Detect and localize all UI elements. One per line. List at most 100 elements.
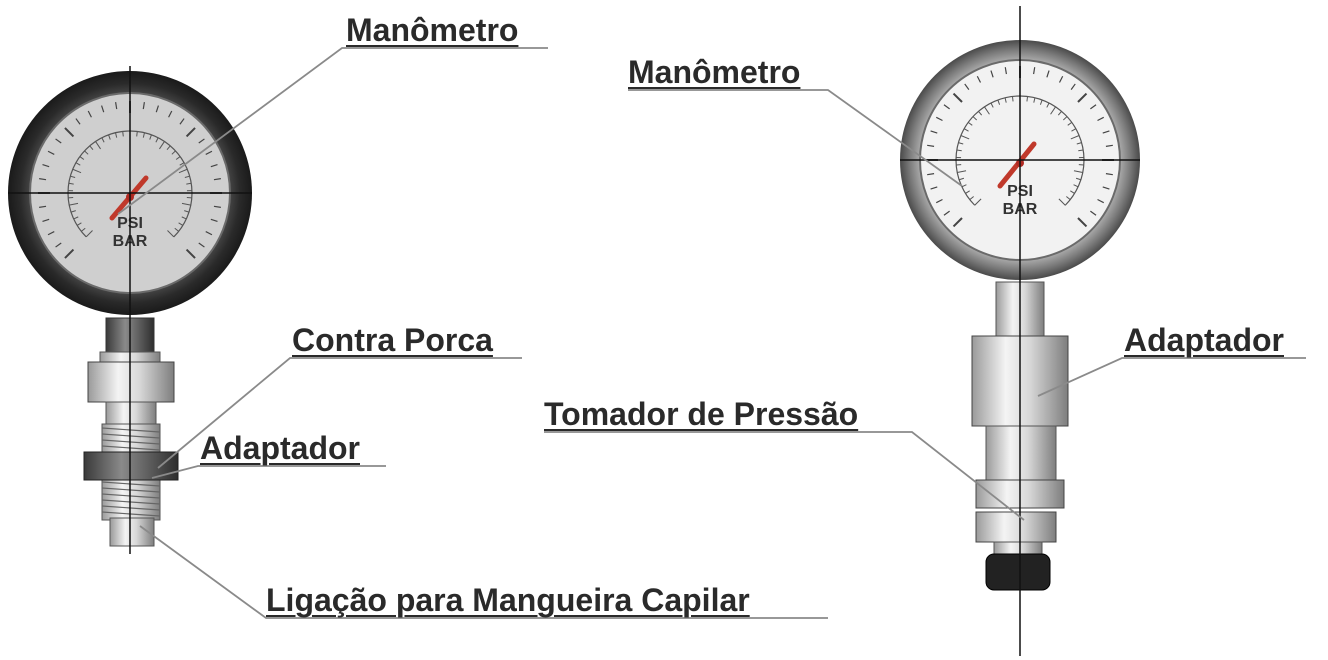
dial-tick-inner xyxy=(1073,170,1083,173)
dial-tick xyxy=(1105,144,1113,147)
dial-tick xyxy=(205,231,213,236)
dial-tick-inner xyxy=(142,132,145,138)
dial-tick-inner xyxy=(961,184,967,188)
dial-tick-inner xyxy=(84,150,89,155)
leader-left-adaptador xyxy=(151,465,386,479)
dial-tick-inner xyxy=(81,227,86,232)
dial-tick xyxy=(1070,83,1076,90)
dial-tick-inner xyxy=(1039,99,1043,105)
dial-tick xyxy=(927,144,935,147)
leader-left-ligacao xyxy=(139,525,828,619)
thread-line xyxy=(101,511,161,517)
dial-tick-inner xyxy=(1070,135,1080,140)
dial-tick xyxy=(210,163,218,168)
dial-tick xyxy=(1090,210,1097,216)
dial-tick-inner xyxy=(149,134,152,140)
dial-tick-inner xyxy=(85,230,93,238)
dial-tick-inner xyxy=(967,121,973,126)
dial-tick-inner xyxy=(68,182,74,185)
dial-tick-inner xyxy=(958,177,965,181)
dial-tick-inner xyxy=(175,156,181,160)
dial-tick-inner xyxy=(1046,102,1050,108)
dial-tick xyxy=(64,248,75,259)
label-left-adaptador: Adaptador xyxy=(200,430,360,466)
dial-tick-inner xyxy=(166,145,171,150)
dial-tick-inner xyxy=(1011,96,1014,102)
right-rubber-cap xyxy=(985,553,1051,591)
dial-tick-inner xyxy=(184,210,190,213)
right-neck xyxy=(993,541,1043,555)
dial-tick xyxy=(64,127,75,138)
dial-tick xyxy=(42,163,50,168)
thread-line xyxy=(101,487,161,493)
dial-tick-inner xyxy=(1050,106,1056,115)
dial-tick-inner xyxy=(115,132,118,138)
dial-tick xyxy=(142,102,145,110)
dial-tick-inner xyxy=(174,227,179,232)
dial-tick xyxy=(47,231,55,236)
dial-tick xyxy=(930,130,938,134)
dial-tick-inner xyxy=(1033,97,1036,103)
dial-tick-inner xyxy=(957,170,967,173)
dial-tick xyxy=(198,242,205,248)
dial-tick-inner xyxy=(179,162,185,166)
dial-tick xyxy=(952,217,963,228)
dial-tick xyxy=(87,110,92,118)
label-right-tomador: Tomador de Pressão xyxy=(544,396,859,432)
dial-tick xyxy=(185,127,196,138)
dial-tick-inner xyxy=(95,141,101,150)
label-left-ligacao: Ligação para Mangueira Capilar xyxy=(266,582,750,618)
dial-tick xyxy=(100,105,105,113)
dial-tick-inner xyxy=(997,99,1001,105)
dial-arc xyxy=(67,130,193,256)
dial-tick xyxy=(935,116,943,122)
dial-tick xyxy=(185,248,196,259)
dial-tick xyxy=(39,205,47,208)
dial-tick xyxy=(1102,130,1110,134)
left-neck xyxy=(105,401,157,425)
dial-tick-inner xyxy=(186,182,192,185)
dial-tick-inner xyxy=(1067,121,1073,126)
leader-left-manometro xyxy=(117,47,548,215)
dial-tick-inner xyxy=(171,150,176,155)
dial-tick xyxy=(168,110,173,118)
dial-tick-inner xyxy=(155,137,159,143)
dial-tick-inner xyxy=(960,135,970,140)
dial-tick-inner xyxy=(75,162,81,166)
dial-tick-inner xyxy=(89,145,94,150)
dial-tick-inner xyxy=(79,156,85,160)
dial-tick-inner xyxy=(956,149,962,152)
leader-left-contra-porca xyxy=(157,357,522,469)
leader-right-manometro xyxy=(628,89,963,187)
thread-line xyxy=(101,493,161,499)
dial-tick-inner xyxy=(101,137,105,143)
left-tip xyxy=(109,517,155,547)
dial-tick-inner xyxy=(1057,111,1062,116)
thread-line xyxy=(101,433,161,439)
dial-tick xyxy=(952,92,963,103)
dial-tick xyxy=(1004,67,1007,75)
dial-tick xyxy=(943,210,950,216)
dial-tick xyxy=(205,150,213,155)
thread-line xyxy=(101,499,161,505)
leader-lines xyxy=(117,47,1306,619)
dial-tick-inner xyxy=(1073,184,1079,188)
dial-tick-inner xyxy=(965,190,970,194)
dial-tick-inner xyxy=(1078,149,1084,152)
dial-tick-inner xyxy=(1066,196,1071,201)
dial-tick-inner xyxy=(178,222,184,226)
right-assembly: PSI BAR xyxy=(900,6,1140,656)
label-left-manometro: Manômetro xyxy=(346,12,519,48)
dial-tick-inner xyxy=(1075,177,1082,181)
dial-tick-inner xyxy=(69,202,79,206)
dial-tick-inner xyxy=(72,168,82,174)
dial-tick-inner xyxy=(958,142,964,145)
leader-right-adaptador xyxy=(1037,357,1306,397)
dial-tick xyxy=(55,138,62,144)
dial-tick xyxy=(115,102,118,110)
dial-tick-inner xyxy=(70,175,76,179)
dial-tick-inner xyxy=(184,175,190,179)
dial-tick-inner xyxy=(1004,97,1007,103)
dial-tick-inner xyxy=(1026,96,1029,102)
